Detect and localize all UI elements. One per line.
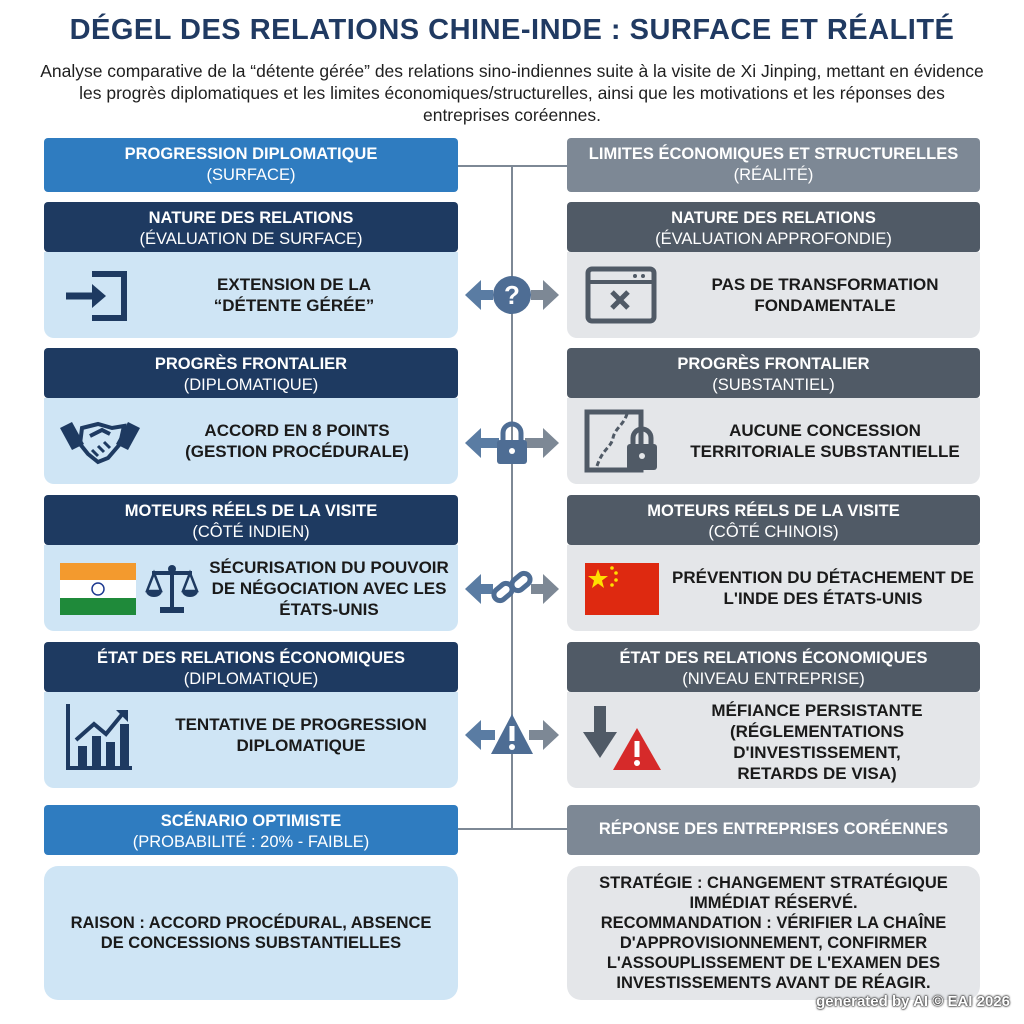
- row1-left-title: NATURE DES RELATIONS: [148, 209, 354, 227]
- bottom-connector-right: [512, 828, 567, 830]
- row1-right-title: NATURE DES RELATIONS: [671, 209, 876, 227]
- broken-link-icon: [465, 570, 559, 604]
- scales-icon: [145, 565, 199, 613]
- row4-left-title: ÉTAT DES RELATIONS ÉCONOMIQUES: [96, 649, 405, 667]
- scenario-reason-text: RAISON : ACCORD PROCÉDURAL, ABSENCE DE C…: [70, 914, 432, 952]
- question-icon: ?: [465, 276, 559, 314]
- row4-right-title: ÉTAT DES RELATIONS ÉCONOMIQUES: [619, 649, 928, 667]
- scenario-sub: (PROBABILITÉ : 20% - FAIBLE): [132, 833, 370, 851]
- lock-icon: [465, 421, 559, 464]
- row3-right-body: PRÉVENTION DU DÉTACHEMENT DE L'INDE DES …: [567, 545, 980, 631]
- down-arrow-icon: [583, 706, 617, 758]
- row3-right-text: PRÉVENTION DU DÉTACHEMENT DE L'INDE DES …: [672, 568, 974, 608]
- warning-icon: [465, 714, 559, 754]
- row4-right-header: ÉTAT DES RELATIONS ÉCONOMIQUES (NIVEAU E…: [567, 642, 980, 692]
- top-connector-left: [458, 165, 512, 167]
- ai-credit: generated by AI © EAI 2026: [816, 993, 1010, 1010]
- rising-chart-icon: [66, 704, 132, 770]
- row1-right-body: PAS DE TRANSFORMATION FONDAMENTALE: [567, 252, 980, 338]
- row4-left-header: ÉTAT DES RELATIONS ÉCONOMIQUES (DIPLOMAT…: [44, 642, 458, 692]
- row4-right-sub: (NIVEAU ENTREPRISE): [682, 670, 865, 688]
- scenario-header: SCÉNARIO OPTIMISTE (PROBABILITÉ : 20% - …: [44, 805, 458, 855]
- top-connector-right: [512, 165, 567, 167]
- right-column-sub: (RÉALITÉ): [733, 166, 814, 184]
- red-warning-icon: [613, 728, 661, 770]
- row3-left-body: SÉCURISATION DU POUVOIR DE NÉGOCIATION A…: [44, 545, 458, 631]
- india-flag-icon: [60, 563, 136, 615]
- right-column-title: LIMITES ÉCONOMIQUES ET STRUCTURELLES: [588, 145, 959, 163]
- row2-right-sub: (SUBSTANTIEL): [712, 376, 835, 394]
- row3-left-text: SÉCURISATION DU POUVOIR DE NÉGOCIATION A…: [209, 558, 449, 619]
- right-column-header: LIMITES ÉCONOMIQUES ET STRUCTURELLES (RÉ…: [567, 138, 980, 192]
- row3-right-sub: (CÔTÉ CHINOIS): [708, 523, 839, 541]
- svg-text:?: ?: [504, 280, 520, 310]
- bottom-connector-left: [458, 828, 512, 830]
- left-column-header: PROGRESSION DIPLOMATIQUE (SURFACE): [44, 138, 458, 192]
- row3-left-header: MOTEURS RÉELS DE LA VISITE (CÔTÉ INDIEN): [44, 495, 458, 545]
- scenario-title: SCÉNARIO OPTIMISTE: [160, 812, 342, 830]
- row1-right-text: PAS DE TRANSFORMATION FONDAMENTALE: [711, 275, 939, 315]
- row3-left-sub: (CÔTÉ INDIEN): [192, 523, 310, 541]
- row3-right-title: MOTEURS RÉELS DE LA VISITE: [647, 502, 900, 520]
- row3-left-title: MOTEURS RÉELS DE LA VISITE: [124, 502, 378, 520]
- row2-left-title: PROGRÈS FRONTALIER: [154, 355, 348, 373]
- strategy-text: STRATÉGIE : CHANGEMENT STRATÉGIQUE IMMÉD…: [599, 874, 948, 912]
- row1-left-sub: (ÉVALUATION DE SURFACE): [139, 230, 363, 248]
- row4-left-sub: (DIPLOMATIQUE): [183, 670, 319, 688]
- row1-left-header: NATURE DES RELATIONS (ÉVALUATION DE SURF…: [44, 202, 458, 252]
- korean-strategy-box: STRATÉGIE : CHANGEMENT STRATÉGIQUE IMMÉD…: [567, 866, 980, 1000]
- row2-left-text: ACCORD EN 8 POINTS (GESTION PROCÉDURALE): [185, 421, 409, 461]
- row4-left-text: TENTATIVE DE PROGRESSION DIPLOMATIQUE: [175, 715, 427, 755]
- scenario-reason-box: RAISON : ACCORD PROCÉDURAL, ABSENCE DE C…: [44, 866, 458, 1000]
- left-column-title: PROGRESSION DIPLOMATIQUE: [124, 145, 378, 163]
- row2-right-title: PROGRÈS FRONTALIER: [677, 355, 870, 373]
- map-lock-icon: [584, 409, 657, 473]
- row2-left-body: ACCORD EN 8 POINTS (GESTION PROCÉDURALE): [44, 398, 458, 484]
- korean-response-header: RÉPONSE DES ENTREPRISES CORÉENNES: [567, 805, 980, 855]
- row1-left-body: EXTENSION DE LA “DÉTENTE GÉRÉE”: [44, 252, 458, 338]
- row4-right-text: MÉFIANCE PERSISTANTE (RÉGLEMENTATIONS D'…: [711, 701, 923, 783]
- row1-right-sub: (ÉVALUATION APPROFONDIE): [655, 230, 892, 248]
- china-flag-icon: [585, 563, 659, 615]
- handshake-icon: [60, 421, 140, 465]
- page-subtitle: Analyse comparative de la “détente gérée…: [40, 61, 984, 125]
- window-x-icon: [585, 266, 657, 324]
- center-connector-line: [511, 165, 513, 830]
- row3-right-header: MOTEURS RÉELS DE LA VISITE (CÔTÉ CHINOIS…: [567, 495, 980, 545]
- enter-arrow-icon: [66, 271, 127, 321]
- row4-right-body: MÉFIANCE PERSISTANTE (RÉGLEMENTATIONS D'…: [567, 692, 980, 788]
- recommendation-text: RECOMMANDATION : VÉRIFIER LA CHAÎNE D'AP…: [600, 914, 947, 992]
- left-column-sub: (SURFACE): [206, 166, 296, 184]
- row2-right-text: AUCUNE CONCESSION TERRITORIALE SUBSTANTI…: [690, 421, 960, 461]
- row2-left-header: PROGRÈS FRONTALIER (DIPLOMATIQUE): [44, 348, 458, 398]
- page-title: DÉGEL DES RELATIONS CHINE-INDE : SURFACE…: [69, 14, 955, 46]
- row2-right-header: PROGRÈS FRONTALIER (SUBSTANTIEL): [567, 348, 980, 398]
- row4-left-body: TENTATIVE DE PROGRESSION DIPLOMATIQUE: [44, 692, 458, 788]
- row1-left-text: EXTENSION DE LA “DÉTENTE GÉRÉE”: [213, 275, 375, 315]
- row2-left-sub: (DIPLOMATIQUE): [183, 376, 319, 394]
- row2-right-body: AUCUNE CONCESSION TERRITORIALE SUBSTANTI…: [567, 398, 980, 484]
- korean-response-title: RÉPONSE DES ENTREPRISES CORÉENNES: [598, 820, 949, 838]
- row1-right-header: NATURE DES RELATIONS (ÉVALUATION APPROFO…: [567, 202, 980, 252]
